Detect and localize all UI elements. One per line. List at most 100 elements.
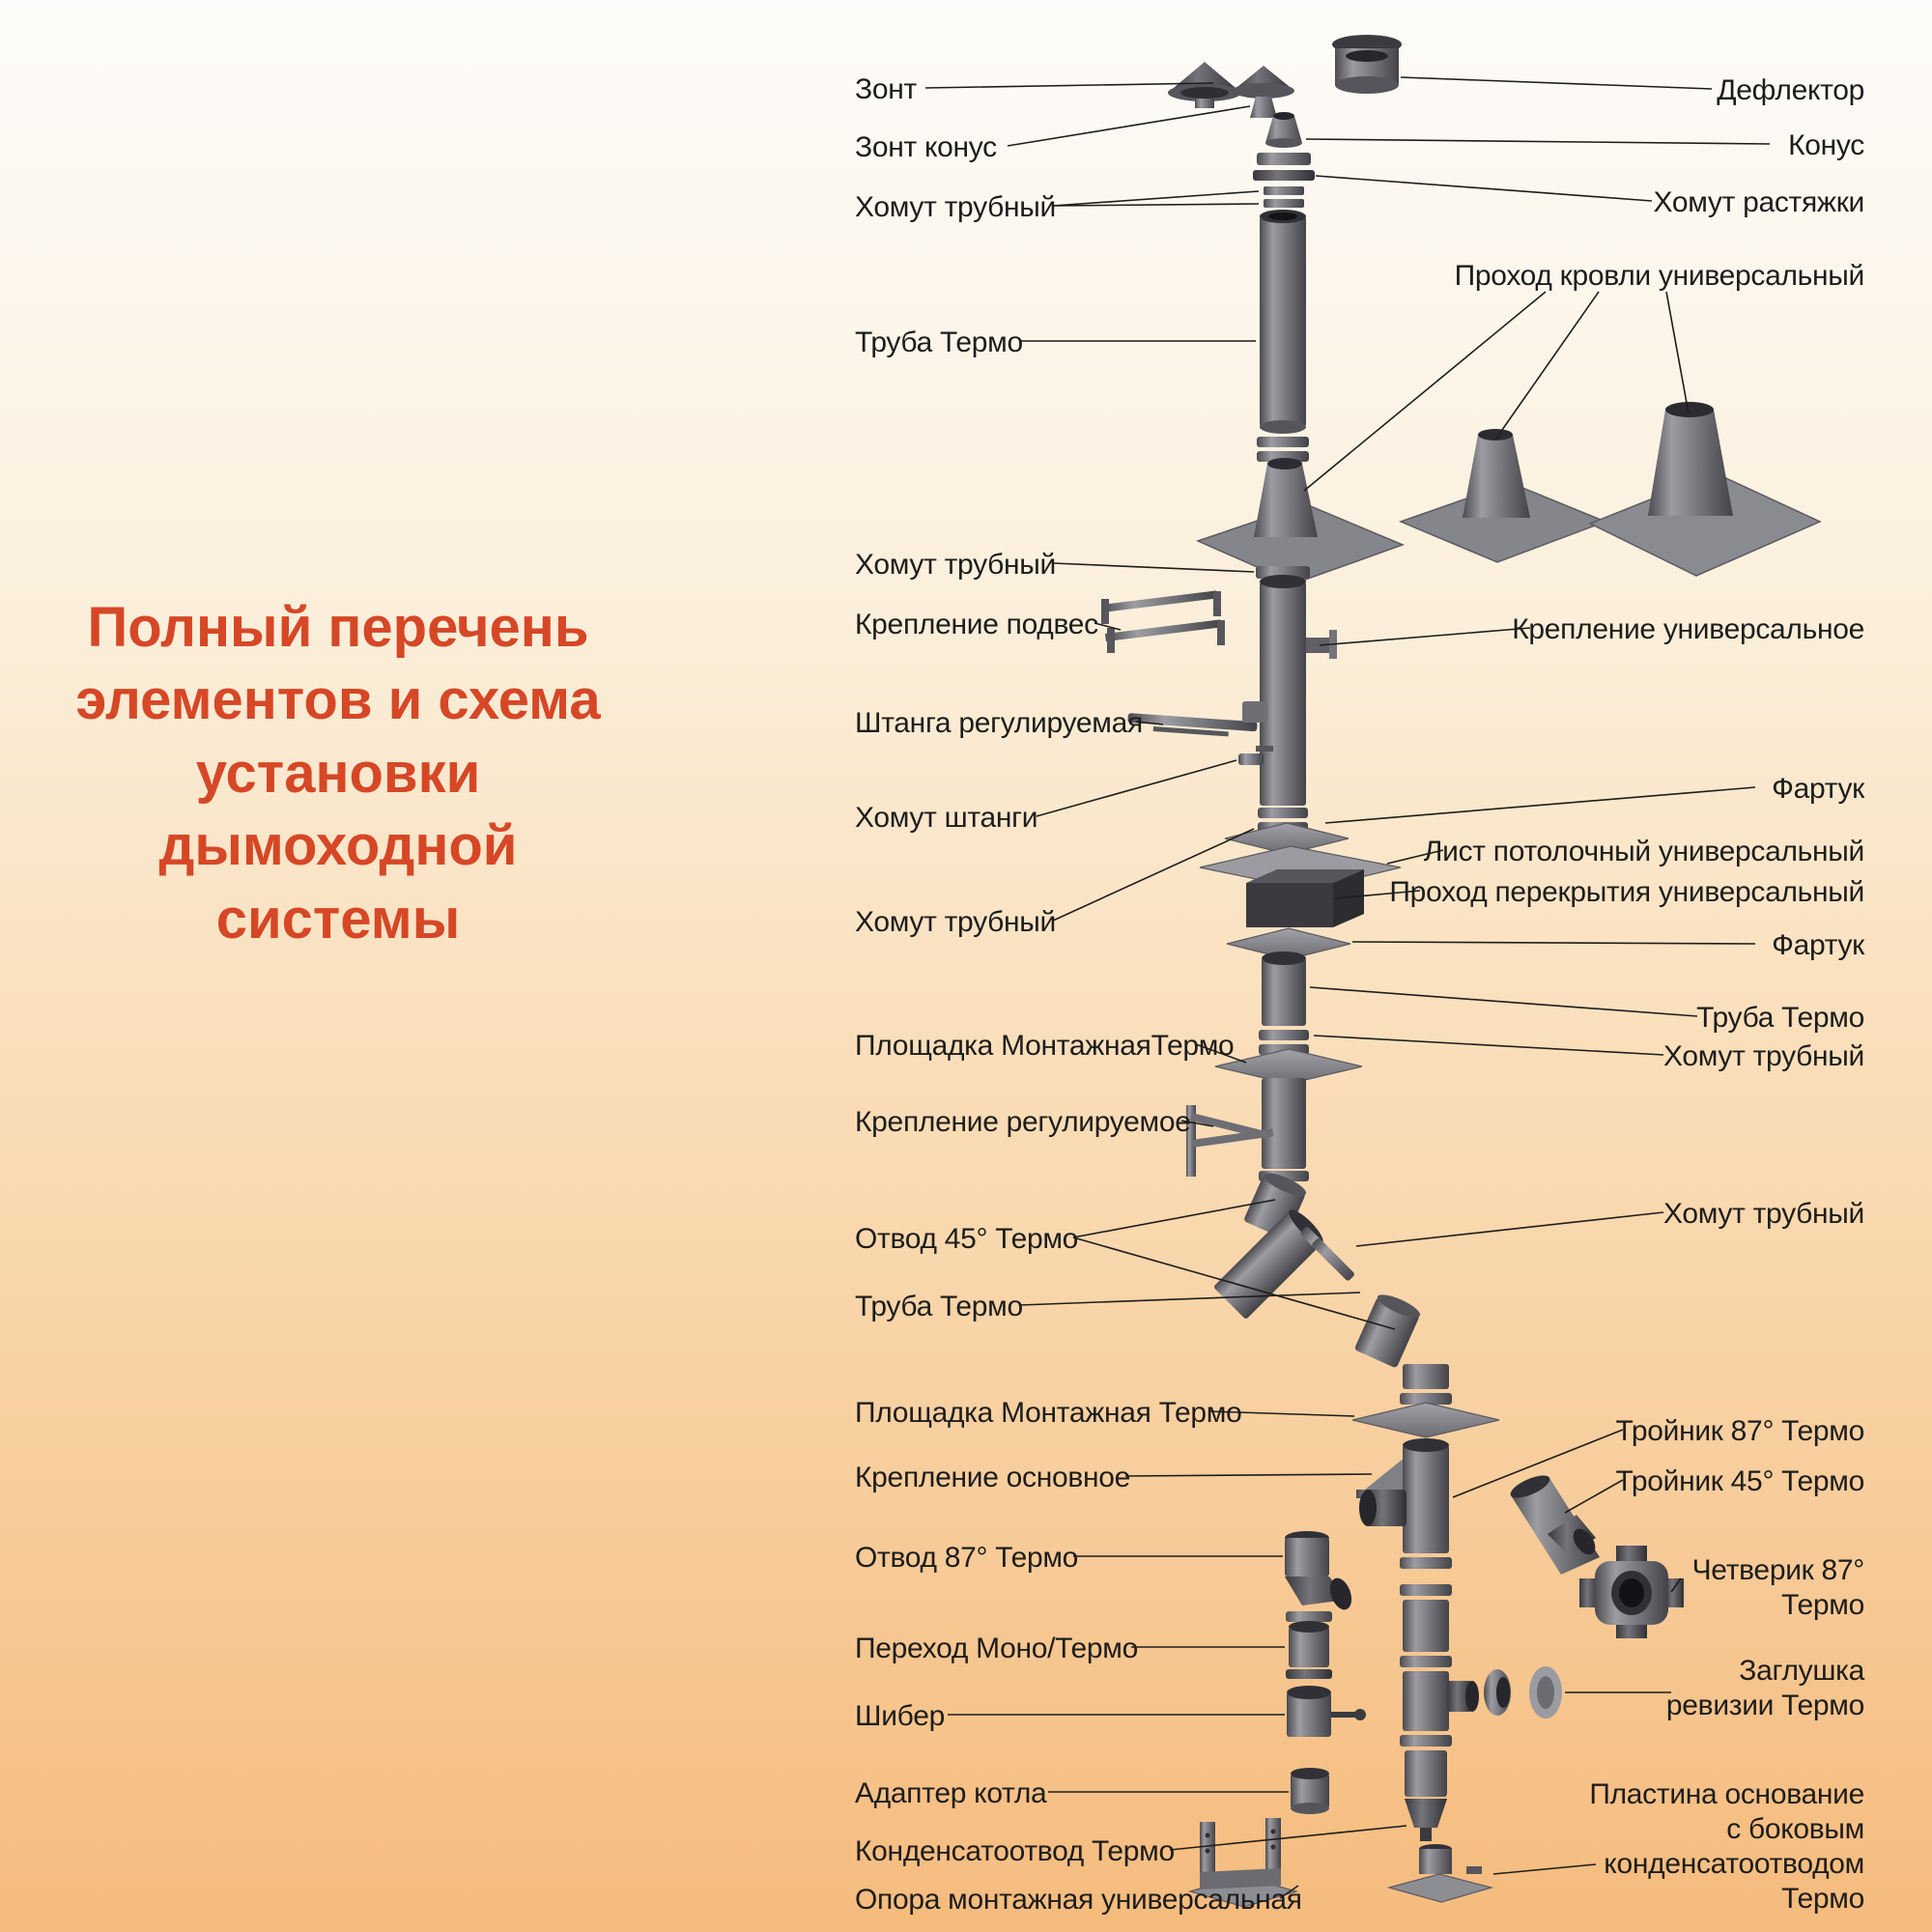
leader-line [1355,1211,1664,1247]
part-ploshchadka-montazhnaya-a [1214,1048,1363,1085]
part-khomut-trubny-c [1256,566,1310,579]
leader-line [1019,1292,1361,1306]
leader-line [1195,1043,1247,1064]
leader-line [1052,203,1260,207]
part-khomut-trubny-i [1400,1656,1452,1667]
part-kondensatootvod [1405,1750,1447,1841]
part-truba-termo-1 [1260,210,1306,434]
label-khomut-trubny-3: Хомут трубный [855,906,1056,938]
label-otvod-45-termo: Отвод 45° Термо [855,1223,1079,1255]
leader-lines [924,76,1771,1899]
label-khomut-rastyazhki: Хомут растяжки [1653,186,1864,218]
part-troinik-45 [1510,1475,1600,1575]
label-truba-termo-2: Труба Термо [855,1291,1023,1322]
label-prokhod-perekrytiya: Проход перекрытия универсальный [1389,876,1864,908]
part-khomut-trubny-k [1286,1611,1332,1622]
label-truba-termo-right: Труба Термо [1696,1002,1864,1034]
part-truba-termo-3 [1262,952,1306,1026]
label-kreplenie-osnovnoe: Крепление основное [855,1462,1131,1493]
label-deflektor: Дефлектор [1717,74,1864,106]
label-list-potolochny: Лист потолочный универсальный [1423,836,1865,867]
label-khomut-shtangi: Хомут штанги [855,802,1038,834]
label-troinik-45: Тройник 45° Термо [1615,1465,1865,1497]
part-truba-termo-diag [1214,1209,1323,1319]
label-khomut-trubny-2: Хомут трубный [855,549,1056,581]
leader-line [1313,1035,1664,1056]
part-ploshchadka-montazhnaya-b [1351,1402,1500,1438]
leader-line [1452,1429,1624,1498]
label-zont: Зонт [855,73,917,105]
leader-line [924,82,1214,89]
label-opora-montazhnaya: Опора монтажная универсальная [855,1884,1302,1916]
label-otvod-87-termo: Отвод 87° Термо [855,1542,1079,1574]
part-deflektor [1332,35,1402,94]
leader-line [1309,986,1698,1017]
part-kreplenie-reguliruemoe [1186,1105,1274,1177]
leader-line [1494,291,1600,440]
label-kreplenie-podves: Крепление подвес [855,609,1098,640]
part-troinik-87 [1359,1438,1449,1553]
part-khomut-trubny-b [1257,437,1309,462]
part-khomut-shtangi [1238,746,1273,765]
part-khomut-trubny-j [1400,1735,1452,1747]
leader-line [1670,1577,1682,1593]
leader-line [1169,1825,1407,1851]
part-prokhod-krovli-1 [1195,458,1406,584]
label-ploshchadka-montazhnaya-2: Площадка Монтажная Термо [855,1397,1242,1429]
label-shtanga-reguliruemaya: Штанга регулируемая [855,707,1143,739]
part-perekhod-mono-termo [1286,1621,1332,1679]
leader-line [1351,941,1756,945]
leader-line [1303,291,1547,492]
part-prokhod-krovli-3 [1588,402,1822,577]
leader-line [1492,1863,1597,1875]
leader-line [1305,138,1771,145]
part-zaglushka-revizii [1484,1666,1562,1719]
label-troinik-87: Тройник 87° Термо [1615,1415,1865,1447]
label-prokhod-krovli: Проход кровли универсальный [1454,260,1865,292]
label-khomut-trubny-r2: Хомут трубный [1663,1198,1864,1230]
label-fartuk-2: Фартук [1772,929,1864,961]
page-title: Полный перечень элементов и схема устано… [75,596,601,951]
leader-line [1665,291,1690,414]
part-adapter-kotla [1291,1768,1329,1814]
label-shiber: Шибер [855,1700,945,1732]
label-adapter-kotla: Адаптер котла [855,1777,1047,1809]
part-zont-konus [1233,66,1294,118]
leader-line [1324,786,1756,824]
label-zaglushka-revizii: Заглушка ревизии Термо [1665,1655,1864,1721]
label-ploshchadka-montazhnaya-1: Площадка МонтажнаяТермо [855,1030,1235,1062]
leader-line [1124,1473,1373,1477]
label-khomut-trubny-1: Хомут трубный [855,191,1056,223]
label-truba-termo-1: Труба Термо [855,327,1023,358]
label-chetverik-87: Четверик 87° Термо [1691,1554,1865,1621]
part-khomut-trubny-diag [1300,1227,1354,1281]
leader-line [1052,828,1255,922]
part-plastina-osnovanie [1386,1844,1494,1903]
leader-line [1400,76,1713,90]
leader-line [1279,1885,1299,1899]
label-perekhod-mono-termo: Переход Моно/Термо [855,1633,1139,1664]
part-truba-termo-5 [1403,1600,1449,1652]
leader-line [1052,190,1260,207]
label-kreplenie-reguliruemoe: Крепление регулируемое [855,1106,1191,1138]
part-truba-termo-4 [1262,1078,1306,1169]
label-zont-konus: Зонт конус [855,131,997,163]
part-khomut-rastyazhki [1253,153,1315,181]
leader-line [1208,1410,1355,1417]
part-khomut-trubny-top [1264,186,1304,208]
leader-line [1386,849,1444,865]
leader-line [1007,105,1251,147]
part-shtanga-reguliruemaya [1127,701,1267,737]
part-khomut-trubny-h [1400,1557,1452,1596]
part-fartuk-a [1224,822,1350,855]
leader-line [1180,1120,1214,1127]
leader-line [1052,562,1255,573]
part-revizia-truba [1403,1671,1479,1731]
part-otvod-45-b [1354,1294,1421,1368]
leader-line [1094,622,1122,631]
leader-line [1036,759,1237,817]
part-konus [1265,112,1302,148]
part-kreplenie-podves [1101,590,1225,653]
part-opora-montazhnaya [1187,1818,1299,1908]
